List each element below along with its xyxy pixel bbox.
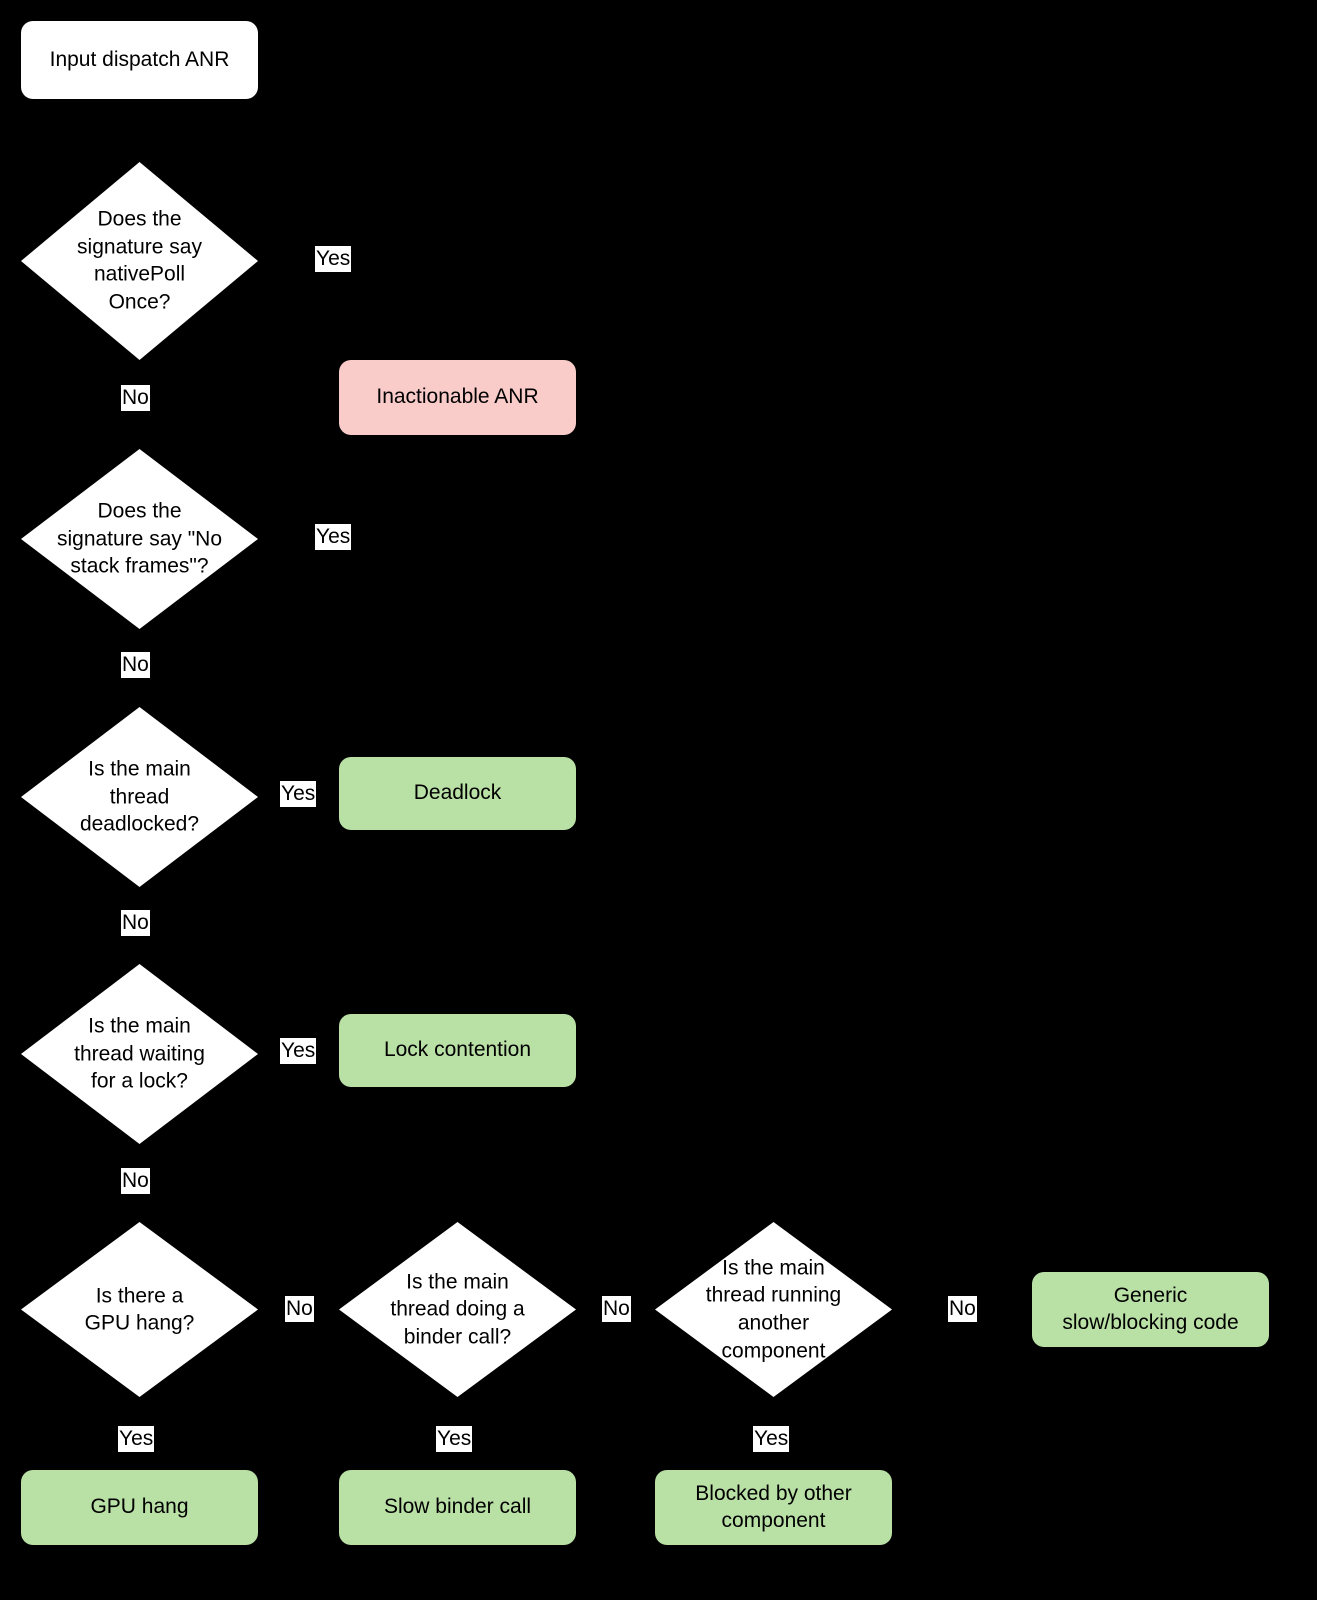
edge-label-d6-yes: Yes — [436, 1426, 473, 1452]
edge-label-d1-no: No — [121, 385, 150, 411]
diamond-shape — [21, 162, 258, 360]
node-decision-deadlocked[interactable]: Is the main thread deadlocked? — [21, 707, 258, 887]
node-decision-binder-call[interactable]: Is the main thread doing a binder call? — [339, 1222, 576, 1397]
node-decision-waiting-for-lock[interactable]: Is the main thread waiting for a lock? — [21, 964, 258, 1144]
node-start[interactable]: Input dispatch ANR — [21, 21, 258, 99]
node-outcome-generic-slow-blocking-code[interactable]: Generic slow/blocking code — [1032, 1272, 1269, 1347]
connector-d1-yes — [258, 260, 457, 262]
node-outcome-slow-binder-call[interactable]: Slow binder call — [339, 1470, 576, 1545]
node-outcome-lock-contention[interactable]: Lock contention — [339, 1014, 576, 1087]
edge-label-d4-yes: Yes — [280, 1038, 317, 1064]
node-decision-no-stack-frames[interactable]: Does the signature say "No stack frames"… — [21, 449, 258, 629]
edge-label-d3-no: No — [121, 910, 150, 936]
edge-label-d7-yes: Yes — [753, 1426, 790, 1452]
edge-label-d4-no: No — [121, 1168, 150, 1194]
edge-label-d2-no: No — [121, 652, 150, 678]
diamond-shape — [21, 1222, 258, 1397]
diamond-shape — [21, 964, 258, 1144]
node-outcome-inactionable-anr[interactable]: Inactionable ANR — [339, 360, 576, 435]
diamond-shape — [21, 707, 258, 887]
diamond-shape — [339, 1222, 576, 1397]
edge-label-d2-yes: Yes — [315, 524, 352, 550]
edge-label-d1-yes: Yes — [315, 246, 352, 272]
node-outcome-deadlock[interactable]: Deadlock — [339, 757, 576, 830]
diamond-shape — [655, 1222, 892, 1397]
connector-d1-yes-down — [456, 260, 458, 360]
node-decision-running-another-component[interactable]: Is the main thread running another compo… — [655, 1222, 892, 1397]
node-outcome-blocked-by-other-component[interactable]: Blocked by other component — [655, 1470, 892, 1545]
node-decision-nativepollonce[interactable]: Does the signature say nativePoll Once? — [21, 162, 258, 360]
node-decision-gpu-hang[interactable]: Is there a GPU hang? — [21, 1222, 258, 1397]
diamond-shape — [21, 449, 258, 629]
edge-label-d5-no: No — [285, 1296, 314, 1322]
connector-start-to-d1 — [138, 98, 140, 162]
edge-label-d6-no: No — [602, 1296, 631, 1322]
edge-label-d5-yes: Yes — [118, 1426, 155, 1452]
node-outcome-gpu-hang[interactable]: GPU hang — [21, 1470, 258, 1545]
edge-label-d3-yes: Yes — [280, 781, 317, 807]
connector-d2-yes — [258, 537, 457, 539]
edge-label-d7-no: No — [948, 1296, 977, 1322]
